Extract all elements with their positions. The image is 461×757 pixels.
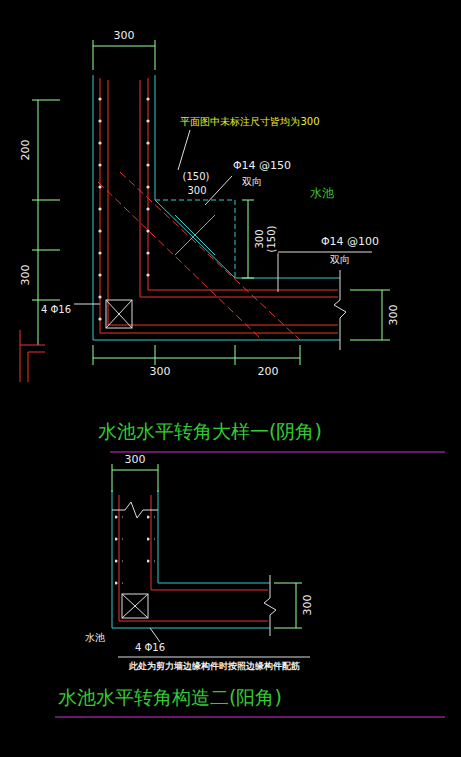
region-label: 水池 xyxy=(84,632,106,644)
rebar-callout: 4 Φ16 xyxy=(134,642,166,654)
region-label: 水池 xyxy=(309,187,335,201)
dimension: 300 xyxy=(124,454,147,467)
rebar-callout: 4 Φ16 xyxy=(40,304,72,316)
dimension: 300 xyxy=(388,304,401,327)
detail-title: 水池水平转角构造二(阳角) xyxy=(57,687,283,709)
dimension: 300 xyxy=(302,594,315,617)
dimension: (150) xyxy=(182,171,211,183)
note: 平面图中未标注尺寸皆均为300 xyxy=(179,116,320,128)
dimension: 300 xyxy=(113,30,136,43)
dimension: 300 xyxy=(20,264,33,287)
dimension: 300 xyxy=(186,185,207,197)
rebar-callout: 双向 xyxy=(241,176,263,188)
dimension: 200 xyxy=(257,366,280,379)
note: 此处为剪力墙边缘构件时按照边缘构件配筋 xyxy=(128,661,301,671)
dimension: (150) xyxy=(266,225,278,254)
dimension: 300 xyxy=(149,366,172,379)
rebar-callout: 双向 xyxy=(329,254,351,266)
rebar-callout: Φ14 @150 xyxy=(232,160,292,173)
detail-title: 水池水平转角大样一(阴角) xyxy=(97,421,323,443)
rebar-callout: Φ14 @100 xyxy=(320,236,380,249)
dimension: 200 xyxy=(20,139,33,162)
dimension: 300 xyxy=(254,228,266,249)
